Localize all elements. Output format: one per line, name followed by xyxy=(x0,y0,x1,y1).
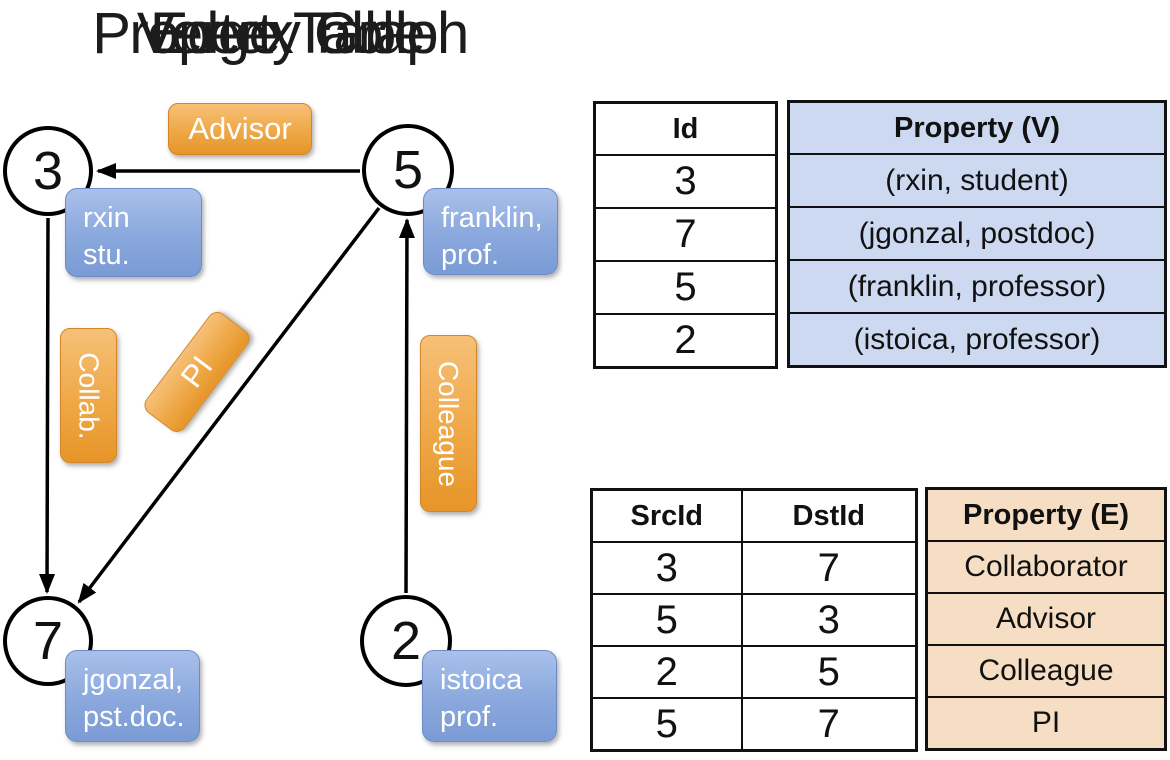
table-header-row: SrcId DstId xyxy=(590,488,918,543)
vertex-label-istoica: istoica prof. xyxy=(422,650,557,742)
edge-label-advisor: Advisor xyxy=(168,103,312,155)
vertex-id-row: 5 xyxy=(593,260,778,315)
vertex-id-cell: 2 xyxy=(593,313,778,369)
edge-dst-cell: 3 xyxy=(740,593,918,647)
vertex-property-cell: (istoica, professor) xyxy=(787,312,1167,368)
vertex-property-cell: (franklin, professor) xyxy=(787,259,1167,314)
edge-label-colleague: Colleague xyxy=(420,335,477,512)
table-header-row: Property (E) xyxy=(925,487,1167,542)
vertex-property-row: (rxin, student) xyxy=(787,153,1167,208)
vertex-property-table: Property (V) (rxin, student)(jgonzal, po… xyxy=(787,100,1167,368)
graph-node-5: 5 xyxy=(362,124,454,216)
table-header-row: Property (V) xyxy=(787,100,1167,155)
edge-dst-header: DstId xyxy=(740,488,918,543)
vertex-label-line: stu. xyxy=(83,239,130,271)
vertex-id-row: 2 xyxy=(593,313,778,369)
vertex-label-line: franklin, xyxy=(441,202,543,234)
edge-src-cell: 5 xyxy=(590,593,743,647)
graph-node-2: 2 xyxy=(360,595,452,687)
vertex-id-cell: 7 xyxy=(593,207,778,262)
vertex-id-row: 3 xyxy=(593,154,778,209)
vertex-label-line: istoica xyxy=(440,664,523,696)
graph-edges-svg xyxy=(39,163,415,604)
table-header-row: Id xyxy=(593,101,778,156)
edge-dst-cell: 7 xyxy=(740,697,918,752)
vertex-id-cell: 3 xyxy=(593,154,778,209)
vertex-property-header: Property (V) xyxy=(787,100,1167,155)
vertex-label-line: prof. xyxy=(441,239,500,271)
edge-dst-cell: 7 xyxy=(740,541,918,595)
vertex-label-franklin: franklin, prof. xyxy=(423,188,558,275)
edge-property-cell: PI xyxy=(925,696,1167,751)
vertex-label-jgonzal: jgonzal, pst.doc. xyxy=(65,650,200,742)
edge-label-text: Colleague xyxy=(433,360,465,487)
vertex-property-cell: (rxin, student) xyxy=(787,153,1167,208)
vertex-property-row: (jgonzal, postdoc) xyxy=(787,206,1167,261)
edge-dst-cell: 5 xyxy=(740,645,918,699)
edge-property-cell: Advisor xyxy=(925,592,1167,646)
edge-label-text: Collab. xyxy=(73,351,105,440)
vertex-property-row: (franklin, professor) xyxy=(787,259,1167,314)
edge-label-collab: Collab. xyxy=(60,328,117,463)
vertex-label-line: prof. xyxy=(440,701,499,733)
edge-property-row: PI xyxy=(925,696,1167,751)
edge-label-text: PI xyxy=(173,349,220,394)
edge-property-row: Collaborator xyxy=(925,540,1167,594)
vertex-property-row: (istoica, professor) xyxy=(787,312,1167,368)
vertex-label-line: jgonzal, xyxy=(83,664,183,696)
property-graph-title: Property Graph xyxy=(92,1,469,66)
vertex-label-line: pst.doc. xyxy=(83,701,185,733)
graph-edge-5-to-7 xyxy=(77,206,381,604)
edge-src-header: SrcId xyxy=(590,488,743,543)
edge-label-text: Advisor xyxy=(188,111,292,146)
vertex-label-line: rxin xyxy=(83,202,130,234)
edge-src-cell: 5 xyxy=(590,697,743,752)
edge-property-row: Colleague xyxy=(925,644,1167,698)
edge-property-cell: Colleague xyxy=(925,644,1167,698)
edge-property-header: Property (E) xyxy=(925,487,1167,542)
edge-src-cell: 3 xyxy=(590,541,743,595)
edge-label-pi: PI xyxy=(140,308,254,436)
edge-table-title: Edge Table xyxy=(149,1,426,66)
graph-edge-3-to-7 xyxy=(39,217,56,594)
graph-edge-2-to-5 xyxy=(398,218,415,594)
edge-src-cell: 2 xyxy=(590,645,743,699)
edge-property-cell: Collaborator xyxy=(925,540,1167,594)
vertex-table-title: Vertex Table xyxy=(136,1,439,66)
edge-property-row: Advisor xyxy=(925,592,1167,646)
vertex-id-cell: 5 xyxy=(593,260,778,315)
vertex-id-header: Id xyxy=(593,101,778,156)
vertex-id-row: 7 xyxy=(593,207,778,262)
vertex-property-cell: (jgonzal, postdoc) xyxy=(787,206,1167,261)
vertex-label-rxin: rxin stu. xyxy=(65,188,202,277)
